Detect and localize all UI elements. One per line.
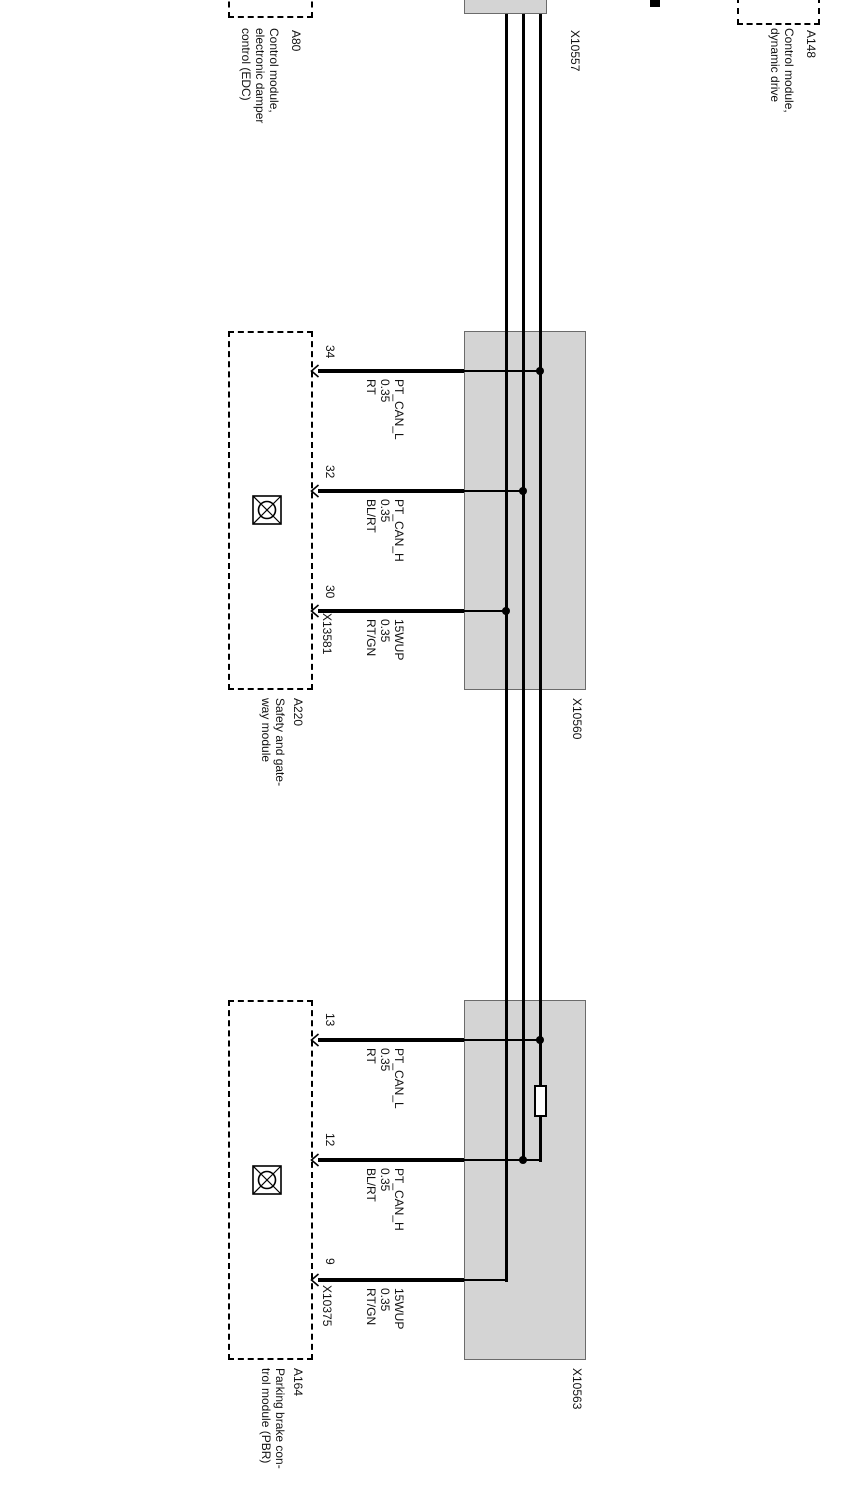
- module-id-a164: A164: [291, 1368, 305, 1397]
- wire-signal: 15WUP: [392, 619, 406, 661]
- wire-15wup-inner: [464, 1279, 508, 1281]
- junction-dot: [502, 607, 510, 615]
- wire-signal: PT_CAN_L: [392, 379, 406, 440]
- wire-color: BL/RT: [364, 499, 378, 533]
- wire-size: 0.35: [378, 379, 392, 403]
- wire-color: RT/GN: [364, 619, 378, 657]
- desc-line: control (EDC): [239, 28, 253, 101]
- module-desc-a148: Control module, dynamic drive: [768, 28, 796, 113]
- pin-socket-icon: [310, 484, 320, 498]
- desc-line: Safety and gate-: [273, 698, 287, 787]
- junction-dot: [519, 487, 527, 495]
- wire-label-pt-can-l: PT_CAN_L 0.35 RT: [364, 379, 406, 440]
- wire-pt-can-l-inner: [464, 1039, 542, 1041]
- bus-line-pt-can-l-resistor-stub: [539, 1117, 542, 1162]
- wire-pt-can-h-inner: [464, 1159, 542, 1161]
- wire-signal: PT_CAN_H: [392, 1168, 406, 1231]
- module-box-a80: [228, 0, 313, 18]
- pin-socket-icon: [310, 364, 320, 378]
- junction-dot: [536, 367, 544, 375]
- pin-number: 12: [323, 1133, 337, 1147]
- module-id-a220: A220: [291, 698, 305, 727]
- wire-label-pt-can-h: PT_CAN_H 0.35 BL/RT: [364, 499, 406, 562]
- desc-line: Parking brake con-: [273, 1368, 287, 1469]
- wire-size: 0.35: [378, 619, 392, 643]
- splice-block-x10563: [464, 1000, 586, 1360]
- splice-block-label-x10560: X10560: [570, 698, 584, 740]
- wire-signal: PT_CAN_L: [392, 1048, 406, 1109]
- wire-pt-can-h: [318, 1158, 464, 1162]
- module-id-a80: A80: [289, 30, 303, 52]
- gateway-icon: [252, 1165, 282, 1195]
- splice-block-x10560: [464, 331, 586, 690]
- bus-line-15wup: [505, 14, 508, 1282]
- wire-pt-can-l-inner: [464, 370, 542, 372]
- desc-line: Control module,: [267, 28, 281, 113]
- desc-line: dynamic drive: [768, 28, 782, 103]
- wire-pt-can-l: [318, 1038, 464, 1042]
- wire-label-pt-can-h: PT_CAN_H 0.35 BL/RT: [364, 1168, 406, 1231]
- desc-line: Control module,: [782, 28, 796, 113]
- wire-color: RT/GN: [364, 1288, 378, 1326]
- splice-block-x10557: [464, 0, 547, 14]
- wire-label-15wup: 15WUP 0.35 RT/GN: [364, 619, 406, 660]
- desc-line: way module: [259, 698, 273, 763]
- pin-number: 34: [323, 345, 337, 359]
- module-desc-a220: Safety and gate- way module: [259, 698, 287, 786]
- terminating-resistor: [534, 1085, 547, 1117]
- connector-label-x13581: X13581: [320, 613, 334, 655]
- wire-signal: 15WUP: [392, 1288, 406, 1330]
- pin-number: 13: [323, 1013, 337, 1027]
- wire-15wup: [318, 1278, 464, 1282]
- junction-dot: [519, 1156, 527, 1164]
- wire-15wup-inner: [464, 610, 508, 612]
- wire-size: 0.35: [378, 499, 392, 523]
- pin-number: 32: [323, 465, 337, 479]
- wire-size: 0.35: [378, 1288, 392, 1312]
- splice-block-label-x10563: X10563: [570, 1368, 584, 1410]
- module-desc-a80: Control module, electronic damper contro…: [239, 28, 281, 123]
- gateway-icon: [252, 495, 282, 525]
- wire-size: 0.35: [378, 1168, 392, 1192]
- module-box-a164: [228, 1000, 313, 1360]
- module-desc-a164: Parking brake con- trol module (PBR): [259, 1368, 287, 1469]
- module-id-a148: A148: [804, 30, 818, 59]
- desc-line: trol module (PBR): [259, 1368, 273, 1464]
- wire-pt-can-h-inner: [464, 490, 525, 492]
- module-box-a220: [228, 331, 313, 690]
- pin-socket-icon: [310, 1033, 320, 1047]
- wire-color: RT: [364, 1048, 378, 1064]
- pin-socket-icon: [310, 1153, 320, 1167]
- splice-block-label-x10557: X10557: [568, 30, 582, 72]
- junction-dot: [536, 1036, 544, 1044]
- pin-socket-icon: [310, 1273, 320, 1287]
- wire-signal: PT_CAN_H: [392, 499, 406, 562]
- wire-size: 0.35: [378, 1048, 392, 1072]
- module-box-a148: [737, 0, 820, 25]
- bus-line-pt-can-h: [522, 14, 525, 1162]
- wire-pt-can-h: [318, 489, 464, 493]
- wire-color: RT: [364, 379, 378, 395]
- wire-pt-can-l: [318, 369, 464, 373]
- wire-15wup: [318, 609, 464, 613]
- pin-number: 30: [323, 585, 337, 599]
- wire-color: BL/RT: [364, 1168, 378, 1202]
- connector-label-x10375: X10375: [320, 1285, 334, 1327]
- bus-line-pt-can-l: [539, 14, 542, 1085]
- pin-socket-icon: [310, 604, 320, 618]
- cropped-label-fragment: [650, 0, 660, 7]
- wire-label-pt-can-l: PT_CAN_L 0.35 RT: [364, 1048, 406, 1109]
- pin-number: 9: [323, 1258, 337, 1265]
- wire-label-15wup: 15WUP 0.35 RT/GN: [364, 1288, 406, 1329]
- desc-line: electronic damper: [253, 28, 267, 124]
